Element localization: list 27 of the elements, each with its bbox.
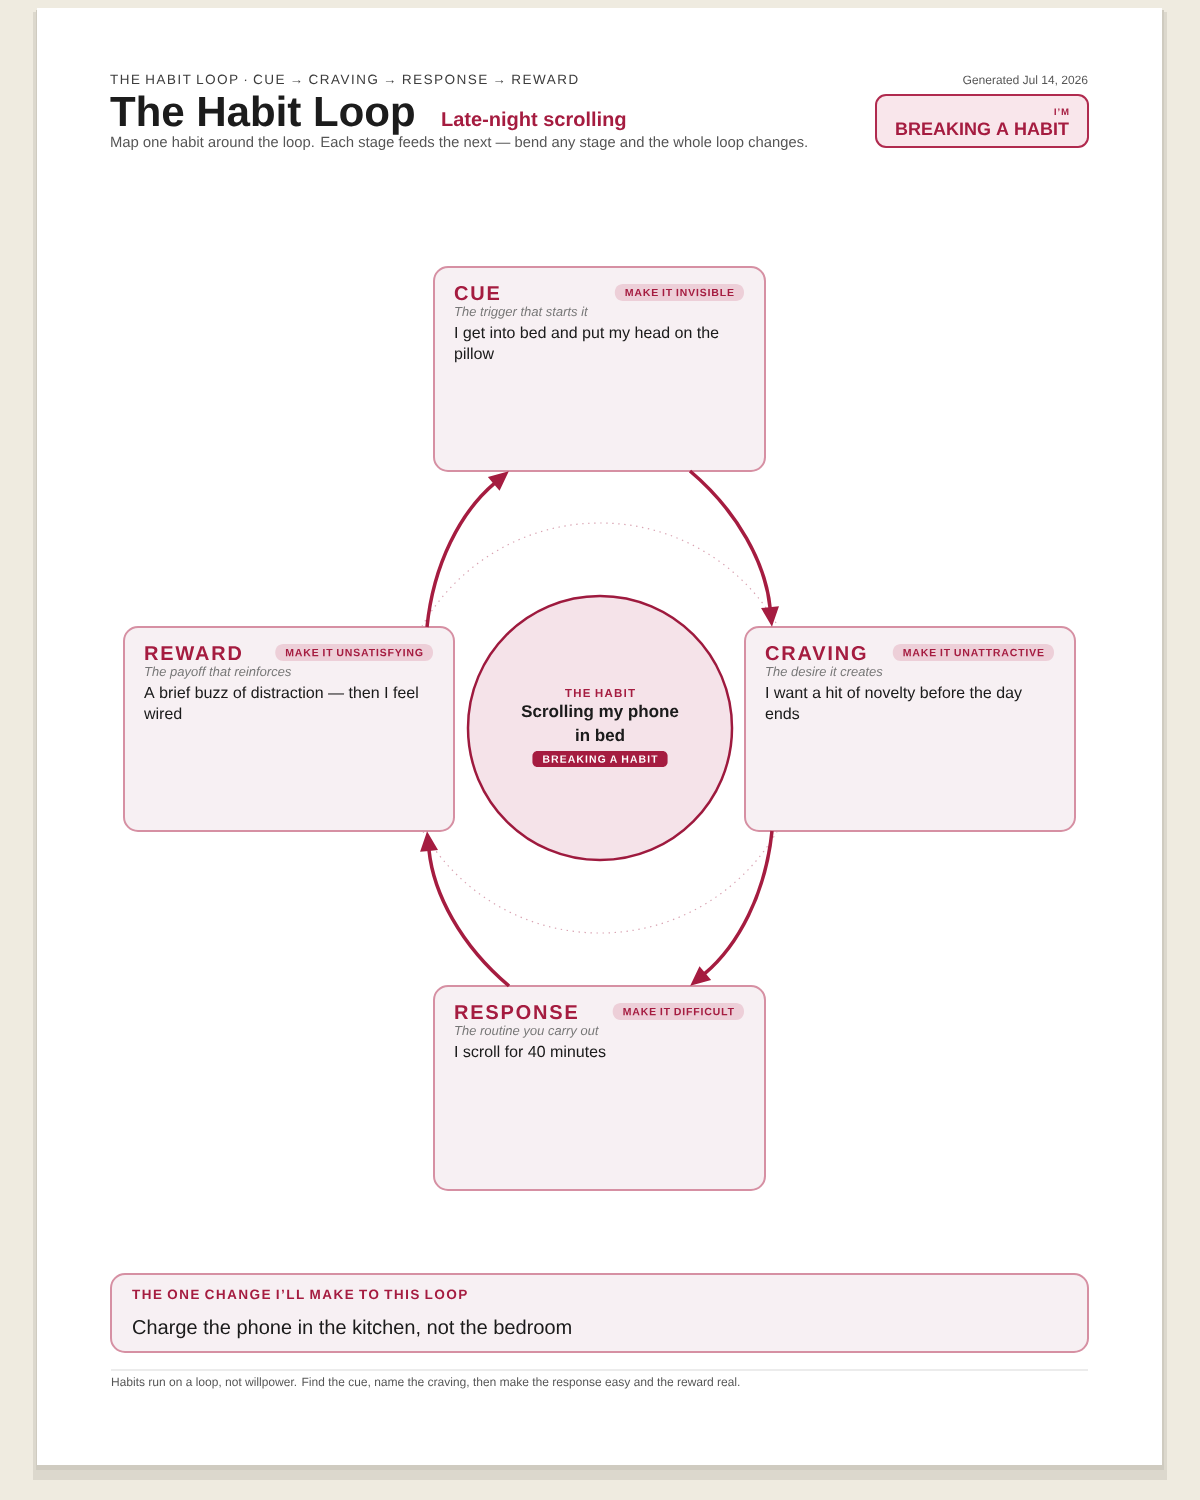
tag-pill: MAKE IT DIFFICULT <box>612 1003 744 1020</box>
stage-description: I want a hit of novelty before the day ends <box>765 686 1022 720</box>
stage-title: CUE <box>454 286 500 301</box>
page-title: The Habit Loop <box>110 95 414 135</box>
subtitle: Late-night scrolling <box>442 111 626 131</box>
stage-title: RESPONSE <box>455 1005 577 1020</box>
tag-pill: MAKE IT UNSATISFYING <box>275 644 433 661</box>
tag-pill: MAKE IT UNATTRACTIVE <box>892 644 1054 661</box>
habit-badge: I’M BREAKING A HABIT <box>875 94 1089 148</box>
circle-kicker: THE HABIT <box>565 689 635 697</box>
habit-name: Scrolling my phone in bed <box>521 704 679 742</box>
stage-description: I get into bed and put my head on the pillow <box>455 326 719 363</box>
stage-subtitle: The routine you carry out <box>455 1025 599 1038</box>
stage-description: A brief buzz of distraction — then I feel wired <box>143 686 418 720</box>
answer-text: Charge the phone in the kitchen, not the bedroom <box>133 1319 571 1339</box>
habit-pill: BREAKING A HABIT <box>532 751 668 767</box>
stage-subtitle: The desire it creates <box>766 666 883 677</box>
stage-description: I scroll for 40 minutes <box>455 1045 606 1058</box>
stage-subtitle: The payoff that reinforces <box>145 666 292 679</box>
eyebrow-text: THE HABIT LOOP · CUE → CRAVING → RESPONSE → REWARD <box>110 74 578 85</box>
tag-pill: MAKE IT INVISIBLE <box>614 284 744 301</box>
footer-note: Habits run on a loop, not willpower. Find the cue, name the craving, then make the response easy and the reward real. <box>111 1377 740 1389</box>
stage-subtitle: The trigger that starts it <box>455 306 589 319</box>
intro-text: Map one habit around the loop. Each stage feeds the next — bend any stage and the whole loop changes. <box>111 136 807 151</box>
stage-title: CRAVING <box>765 646 866 661</box>
stage-title: REWARD <box>145 646 242 660</box>
answer-heading: THE ONE CHANGE I’LL MAKE TO THIS LOOP <box>132 1289 467 1300</box>
